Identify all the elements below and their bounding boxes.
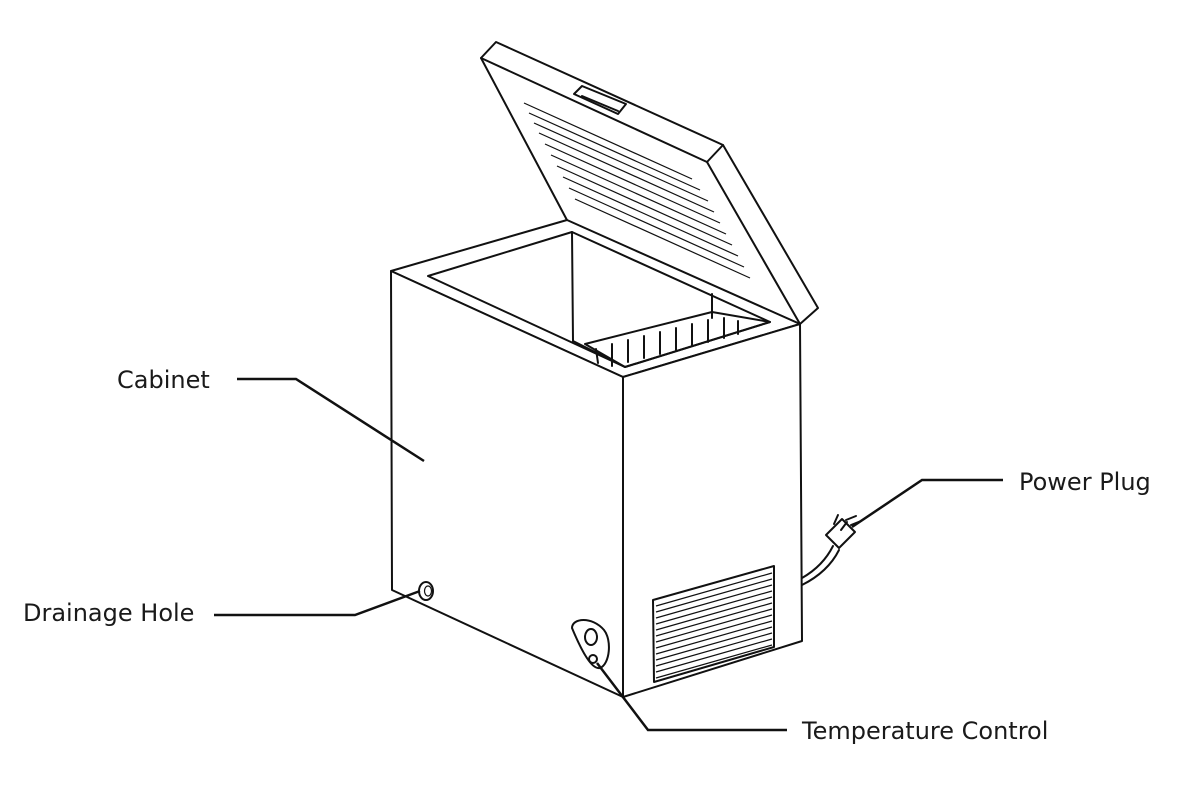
temperature-control-label: Temperature Control	[802, 717, 1049, 745]
cabinet-label: Cabinet	[117, 366, 210, 394]
leader-line-cabinet	[237, 377, 425, 463]
drainage-hole-label: Drainage Hole	[23, 599, 195, 627]
power-plug-icon	[825, 514, 862, 549]
leader-line-power-plug	[851, 478, 1003, 529]
leader-line-temperature-control	[596, 662, 787, 732]
drainage-hole	[418, 581, 434, 601]
temperature-control-knob	[571, 619, 610, 670]
leader-line-drainage-hole	[214, 589, 421, 617]
lid-handle	[573, 85, 627, 115]
freezer-lid	[480, 41, 819, 325]
vent-grille	[652, 565, 775, 683]
interior-ribs	[584, 311, 771, 368]
power-plug-label: Power Plug	[1019, 468, 1151, 496]
lid-liner-lines	[523, 102, 751, 279]
